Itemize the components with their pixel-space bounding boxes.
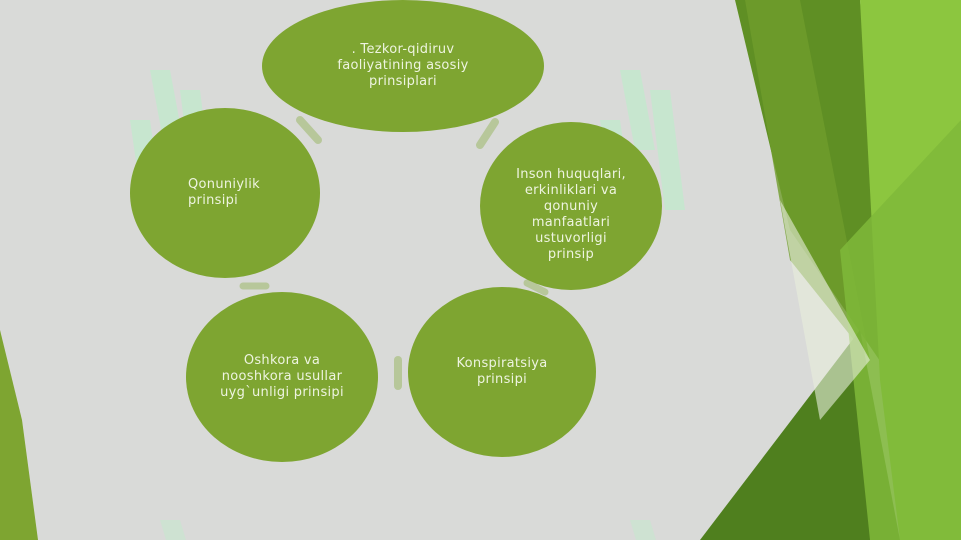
node-line: qonuniy (543, 199, 599, 214)
methods-combination-principle-text: Oshkora va nooshkora usullar uyg`unligi … (220, 353, 344, 401)
green-corner-light (840, 120, 961, 540)
center-topic-line: prinsiplari (369, 74, 437, 89)
arrow-right-to-conspiracy (523, 279, 549, 296)
node-line: Konspiratsiya (456, 356, 548, 371)
node-line: Qonuniylik (188, 177, 260, 192)
left-edge-strip (0, 330, 38, 540)
arrow-left-to-top (296, 116, 322, 144)
highlight-shard (780, 200, 870, 420)
methods-combination-principle-node: Oshkora va nooshkora usullar uyg`unligi … (186, 292, 378, 462)
node-line: prinsipi (188, 193, 239, 208)
center-topic-node: . Tezkor-qidiruv faoliyatining asosiy pr… (262, 0, 544, 132)
center-topic-line: . Tezkor-qidiruv (351, 42, 455, 57)
arrow-top-to-right (476, 118, 499, 149)
node-line: prinsipi (476, 372, 528, 387)
node-line: prinsip (547, 247, 595, 262)
node-line: Inson huquqlari, (516, 167, 626, 182)
legality-principle-node: Qonuniylik prinsipi (130, 108, 320, 278)
center-topic-text: . Tezkor-qidiruv faoliyatining asosiy pr… (337, 42, 468, 90)
watermark-logo-bottom-left (160, 520, 186, 540)
node-line: uyg`unligi prinsipi (220, 385, 344, 400)
node-line: nooshkora usullar (221, 369, 343, 384)
node-line: manfaatlari (531, 215, 611, 230)
node-line: erkinliklari va (524, 183, 618, 198)
center-topic-line: faoliyatining asosiy (337, 58, 469, 73)
watermark-logo-bottom-right (630, 520, 656, 540)
node-line: ustuvorligi (535, 231, 607, 246)
legality-principle-text: Qonuniylik prinsipi (188, 177, 260, 209)
human-rights-principle-text: Inson huquqlari, erkinliklari va qonuniy… (516, 167, 626, 263)
human-rights-principle-node: Inson huquqlari, erkinliklari va qonuniy… (480, 122, 662, 290)
conspiracy-principle-text: Konspiratsiya prinsipi (456, 356, 547, 388)
conspiracy-principle-node: Konspiratsiya prinsipi (408, 287, 596, 457)
green-band-mid (745, 0, 870, 360)
node-line: Oshkora va (243, 353, 321, 368)
